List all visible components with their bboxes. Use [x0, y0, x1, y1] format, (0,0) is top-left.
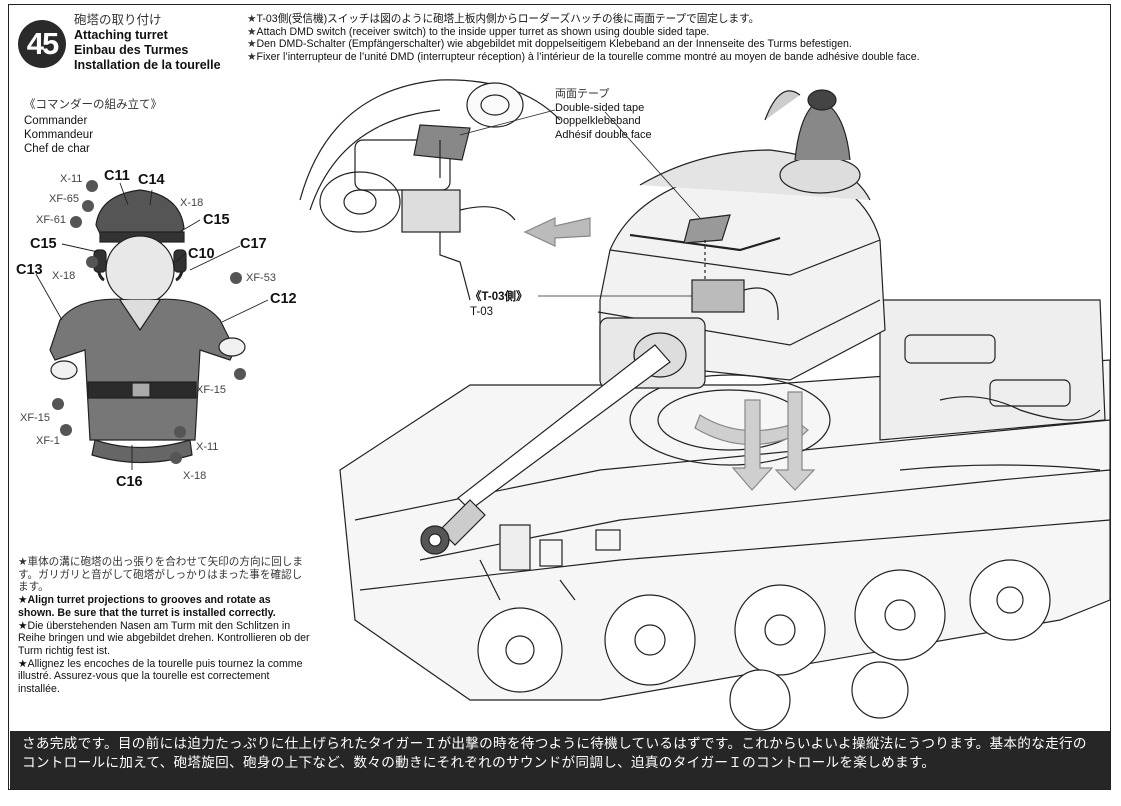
part-label-c16: C16: [116, 474, 143, 490]
t03-label-jp: 《T-03側》: [470, 291, 528, 303]
paint-label-x18: X-18: [52, 270, 76, 282]
assembly-notes: ★車体の溝に砲塔の出っ張りを合わせて矢印の方向に回します。ガリガリと音がして砲塔…: [18, 556, 310, 696]
commander-titles: 《コマンダーの組み立て》 Commander Kommandeur Chef d…: [24, 98, 162, 156]
star-icon: ★: [247, 50, 257, 63]
part-label-c15: C15: [30, 236, 57, 252]
star-icon: ★: [247, 13, 257, 25]
tape-label-fr: Adhésif double face: [555, 128, 652, 141]
t03-label: 《T-03側》 T-03: [470, 290, 528, 320]
part-label-c17: C17: [240, 236, 267, 252]
note-fr: ★Allignez les encoches de la tourelle pu…: [18, 657, 303, 696]
note-jp: ★車体の溝に砲塔の出っ張りを合わせて矢印の方向に回します。ガリガリと音がして砲塔…: [18, 556, 303, 594]
instructions: ★T-03側(受信機)スイッチは図のように砲塔上板内側からローダーズハッチの後に…: [247, 13, 1097, 63]
note-de: ★Die überstehenden Nasen am Turm mit den…: [18, 619, 310, 657]
paint-label-x11: X-11: [60, 173, 83, 185]
instruction-en: Attach DMD switch (receiver switch) to t…: [256, 25, 710, 38]
paint-label-xf65: XF-65: [49, 193, 79, 205]
part-label-c12: C12: [270, 291, 297, 307]
step-titles: 砲塔の取り付け Attaching turret Einbau des Turm…: [74, 13, 221, 73]
instruction-fr: Fixer l’interrupteur de l’unité DMD (int…: [256, 50, 920, 63]
part-label-c13: C13: [16, 262, 43, 278]
step-title-jp: 砲塔の取り付け: [74, 13, 162, 27]
tape-label-en: Double-sided tape: [555, 101, 645, 114]
instruction-de: Den DMD-Schalter (Empfängerschalter) wie…: [256, 38, 852, 51]
paint-label-xf15: XF-15: [196, 384, 226, 396]
paint-label-xf53: XF-53: [246, 272, 276, 284]
turret-interior-inset: [299, 79, 591, 301]
commander-figure: [49, 189, 246, 464]
step-title-de: Einbau des Turmes: [74, 43, 189, 57]
tape-label-jp: 両面テープ: [555, 88, 610, 100]
commander-title-fr: Chef de char: [24, 143, 90, 155]
double-sided-tape-label: 両面テープ Double-sided tape Doppelklebeband …: [555, 88, 652, 142]
part-label-c14: C14: [138, 172, 165, 188]
step-title-en: Attaching turret: [74, 28, 168, 42]
instruction-jp: T-03側(受信機)スイッチは図のように砲塔上板内側からローダーズハッチの後に両…: [256, 13, 760, 25]
commander-title-jp: 《コマンダーの組み立て》: [24, 99, 162, 111]
paint-label-xf61: XF-61: [36, 214, 66, 226]
tape-label-de: Doppelklebeband: [555, 115, 641, 127]
paint-label-x18: X-18: [180, 197, 204, 209]
paint-label-x11: X-11: [196, 441, 219, 453]
commander-title-en: Commander: [24, 115, 88, 127]
step-number-badge: 45: [18, 20, 66, 68]
completion-footer: さあ完成です。目の前には迫力たっぷりに仕上げられたタイガーＩが出撃の時を待つよう…: [10, 731, 1110, 789]
step-title-fr: Installation de la tourelle: [74, 58, 221, 72]
commander-title-de: Kommandeur: [24, 129, 94, 141]
paint-label-xf15: XF-15: [20, 412, 50, 424]
part-label-c10: C10: [188, 246, 215, 262]
part-label-c15: C15: [203, 212, 230, 228]
t03-label-en: T-03: [470, 306, 494, 318]
star-icon: ★: [247, 25, 257, 38]
note-en: ★Align turret projections to grooves and…: [18, 594, 276, 619]
paint-label-xf1: XF-1: [36, 435, 60, 447]
tiger-tank: [339, 89, 1111, 731]
part-label-c11: C11: [104, 168, 130, 184]
star-icon: ★: [247, 38, 257, 51]
paint-label-x18: X-18: [183, 470, 207, 482]
